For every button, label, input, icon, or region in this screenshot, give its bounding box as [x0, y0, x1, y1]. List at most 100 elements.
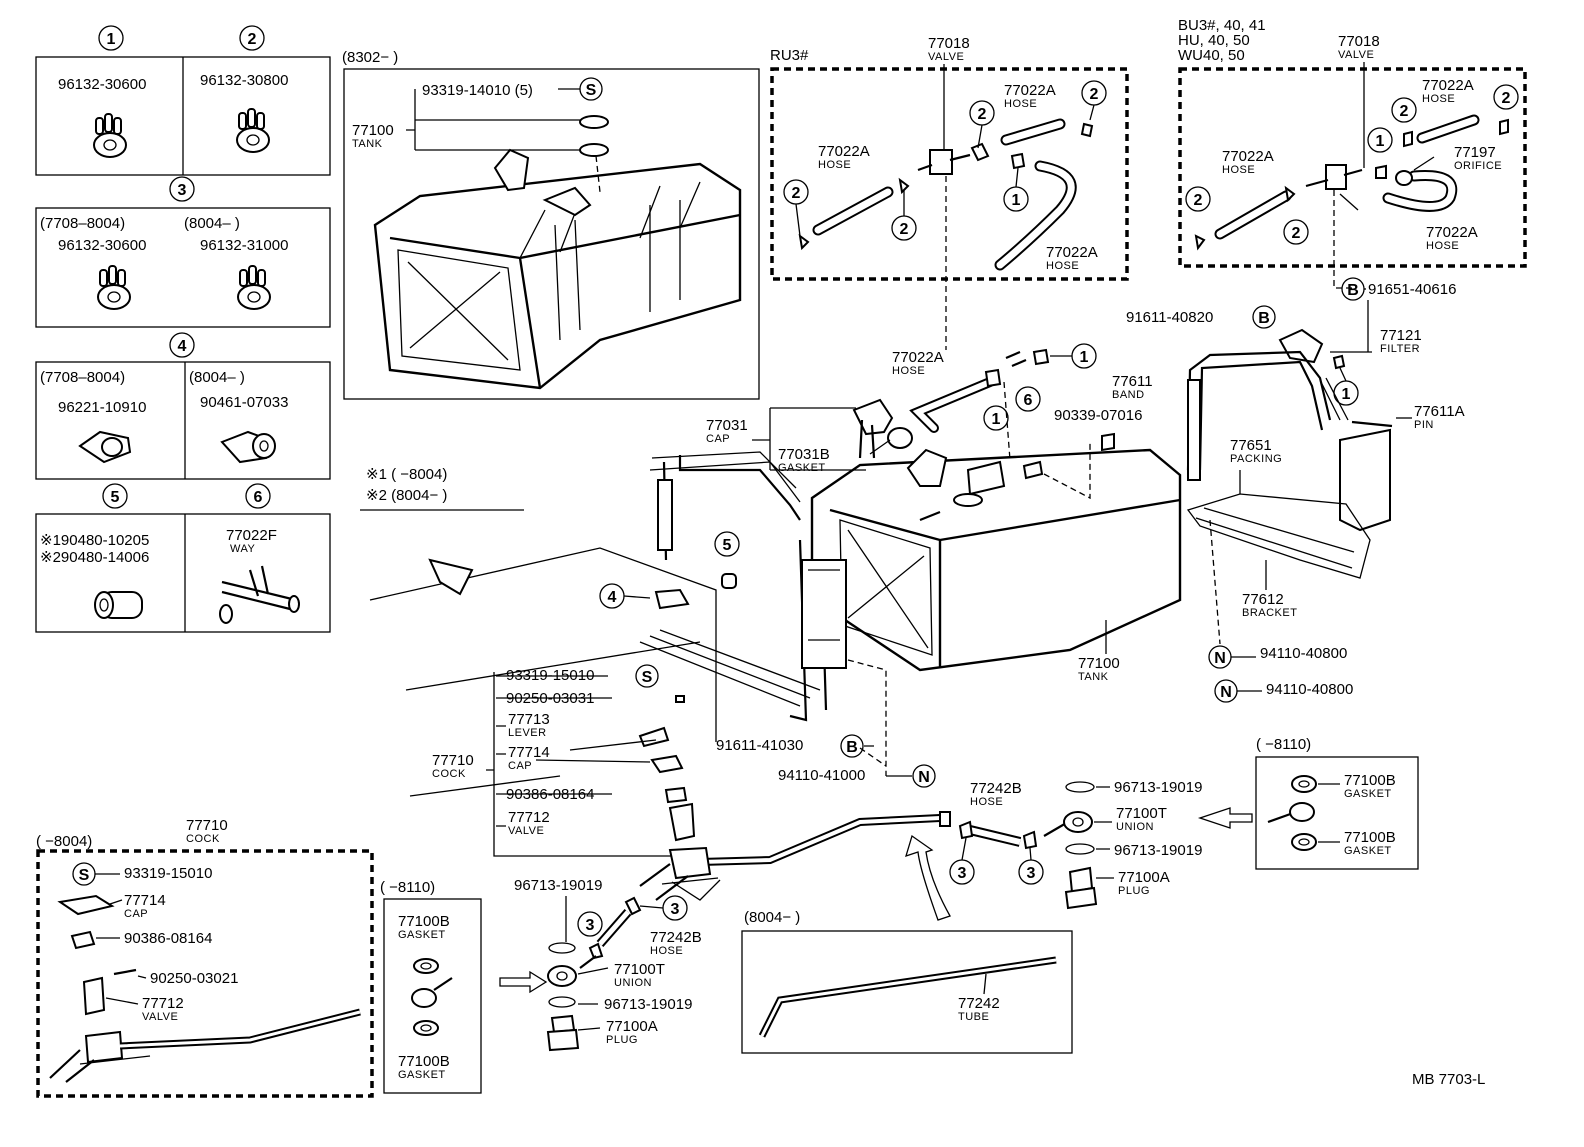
- svg-text:2: 2: [900, 221, 909, 238]
- inset-8110-left: ( −8110) 77100B GASKET 77100B GASKET: [380, 879, 482, 1094]
- pin-name: PIN: [1414, 419, 1434, 431]
- svg-text:1: 1: [1342, 386, 1351, 403]
- valve-part: 77712: [508, 809, 550, 826]
- tank-inset-bolt: 93319-14010 (5): [422, 82, 533, 99]
- tank-inset-range: (8302− ): [342, 49, 398, 66]
- bu3-hose-a-part: 77022A: [1422, 77, 1474, 94]
- ru3-hose-b-name: HOSE: [818, 159, 851, 171]
- tank-inset-name: TANK: [352, 138, 383, 150]
- drain-96713-d: 96713-19019: [604, 996, 692, 1013]
- inset-left-g2-name: GASKET: [398, 1069, 446, 1081]
- packing-part: 77651: [1230, 437, 1272, 454]
- mark-b-3: B: [846, 739, 858, 756]
- legend-4-right-range: (8004– ): [189, 369, 245, 386]
- tube-inset: (8004− ) 77242 TUBE: [741, 909, 1073, 1054]
- p91611b: 91611-41030: [716, 737, 803, 754]
- cock-inset-cap-part: 77714: [124, 892, 166, 909]
- bu3-valve-part: 77018: [1338, 33, 1380, 50]
- drain-union2-part: 77100T: [614, 961, 665, 978]
- main-gasket-name: GASKET: [778, 462, 826, 474]
- tank-inset-bolt-mark: S: [586, 82, 597, 99]
- cock-90386: 90386-08164: [506, 786, 594, 803]
- legend-3-left-range: (7708–8004): [40, 215, 125, 232]
- inset-right-range: ( −8110): [1256, 736, 1311, 753]
- cap2-name: CAP: [508, 760, 532, 772]
- ru3-hose-c-part: 77022A: [1046, 244, 1098, 261]
- drain-plug2-name: PLUG: [606, 1034, 638, 1046]
- main-gasket-part: 77031B: [778, 446, 830, 463]
- band-bracket-assembly: 91651-40616 B 91611-40820 B 77121 FILTER…: [1112, 277, 1465, 703]
- bu3-title-1: BU3#, 40, 41: [1178, 17, 1266, 34]
- main-tank-part: 77100: [1078, 655, 1120, 672]
- ru3-valve-inset: RU3# 77018 VALVE 77022A HOSE 77022A HOSE…: [770, 35, 1129, 350]
- legend-6-number: 6: [254, 489, 263, 506]
- notes: ※1 ( −8004) ※2 (8004− ): [360, 466, 524, 511]
- svg-text:3: 3: [1027, 865, 1036, 882]
- bracket-part: 77612: [1242, 591, 1284, 608]
- cock-name: COCK: [432, 768, 466, 780]
- bu3-hose-b-part: 77022A: [1222, 148, 1274, 165]
- cock-inset-93319: 93319-15010: [124, 865, 212, 882]
- legend-4-right-part: 90461-07033: [200, 394, 288, 411]
- legend-4-left-part: 96221-10910: [58, 399, 146, 416]
- clip-icon: [78, 430, 132, 464]
- svg-text:2: 2: [1194, 192, 1203, 209]
- bu3-hose-c-part: 77022A: [1426, 224, 1478, 241]
- way-joint-icon: [219, 565, 300, 624]
- main-tank-assembly: 1 1 6 5 4 77022A HOSE 77031 CAP 77031B G…: [369, 343, 1182, 742]
- legend-3-right-range: (8004– ): [184, 215, 240, 232]
- cap2-part: 77714: [508, 744, 550, 761]
- cock-93319: 93319-15010: [506, 667, 594, 684]
- packing-name: PACKING: [1230, 453, 1282, 465]
- mark-b-2: B: [1258, 310, 1270, 327]
- drain-hose-part: 77242B: [970, 780, 1022, 797]
- legend-3-left-part: 96132-30600: [58, 237, 146, 254]
- main-tank-name: TANK: [1078, 671, 1109, 683]
- tube-name: TUBE: [958, 1011, 989, 1023]
- inset-left-g2-part: 77100B: [398, 1053, 450, 1070]
- svg-text:2: 2: [1502, 90, 1511, 107]
- drain-hose2-name: HOSE: [650, 945, 683, 957]
- ru3-hose-a-name: HOSE: [1004, 98, 1037, 110]
- mark-n-1: N: [1214, 650, 1226, 667]
- svg-text:1: 1: [1376, 133, 1385, 150]
- inset-right-g2-part: 77100B: [1344, 829, 1396, 846]
- legend-4-number: 4: [178, 338, 187, 355]
- cock-inset-valve-part: 77712: [142, 995, 184, 1012]
- bu3-valve-inset: BU3#, 40, 41 HU, 40, 50 WU40, 50 77018 V…: [1178, 17, 1527, 289]
- cock-inset: ( −8004) 77710 COCK S 93319-15010 77714 …: [36, 817, 374, 1098]
- legend-2-part: 96132-30800: [200, 72, 288, 89]
- drain-plug-name: PLUG: [1118, 885, 1150, 897]
- ru3-clamp-callouts: 2 2 2 2 1: [783, 80, 1107, 241]
- cushion-icon: [94, 591, 143, 619]
- cock-part: 77710: [432, 752, 474, 769]
- svg-text:2: 2: [1090, 86, 1099, 103]
- svg-text:3: 3: [958, 865, 967, 882]
- svg-text:2: 2: [1400, 103, 1409, 120]
- drain-union-part: 77100T: [1116, 805, 1167, 822]
- tube-part: 77242: [958, 995, 1000, 1012]
- drain-plug2-part: 77100A: [606, 1018, 658, 1035]
- drain-union-name: UNION: [1116, 821, 1154, 833]
- p91611a: 91611-40820: [1126, 309, 1213, 326]
- p94110c: 94110-41000: [778, 767, 865, 784]
- legend-4-left-range: (7708–8004): [40, 369, 125, 386]
- clamp-icon: [237, 265, 271, 310]
- drain-96713-b: 96713-19019: [1114, 842, 1202, 859]
- ru3-valve-name: VALVE: [928, 51, 964, 63]
- valve-name: VALVE: [508, 825, 544, 837]
- bu3-valve-name: VALVE: [1338, 49, 1374, 61]
- svg-text:2: 2: [978, 106, 987, 123]
- main-cap-name: CAP: [706, 433, 730, 445]
- clamp-icon: [93, 113, 127, 158]
- legend-2-number: 2: [248, 31, 257, 48]
- mark-s-1: S: [642, 669, 653, 686]
- lever-name: LEVER: [508, 727, 547, 739]
- mark-n-3: N: [918, 769, 930, 786]
- legend-clamps: 1 2 96132-30600 96132-30800 3 (7708–8004…: [35, 25, 331, 633]
- main-90339: 90339-07016: [1054, 407, 1142, 424]
- inset-right-g1-part: 77100B: [1344, 772, 1396, 789]
- inset-8110-right: ( −8110) 77100B GASKET 77100B GASKET: [1255, 736, 1419, 870]
- bu3-title-2: HU, 40, 50: [1178, 32, 1250, 49]
